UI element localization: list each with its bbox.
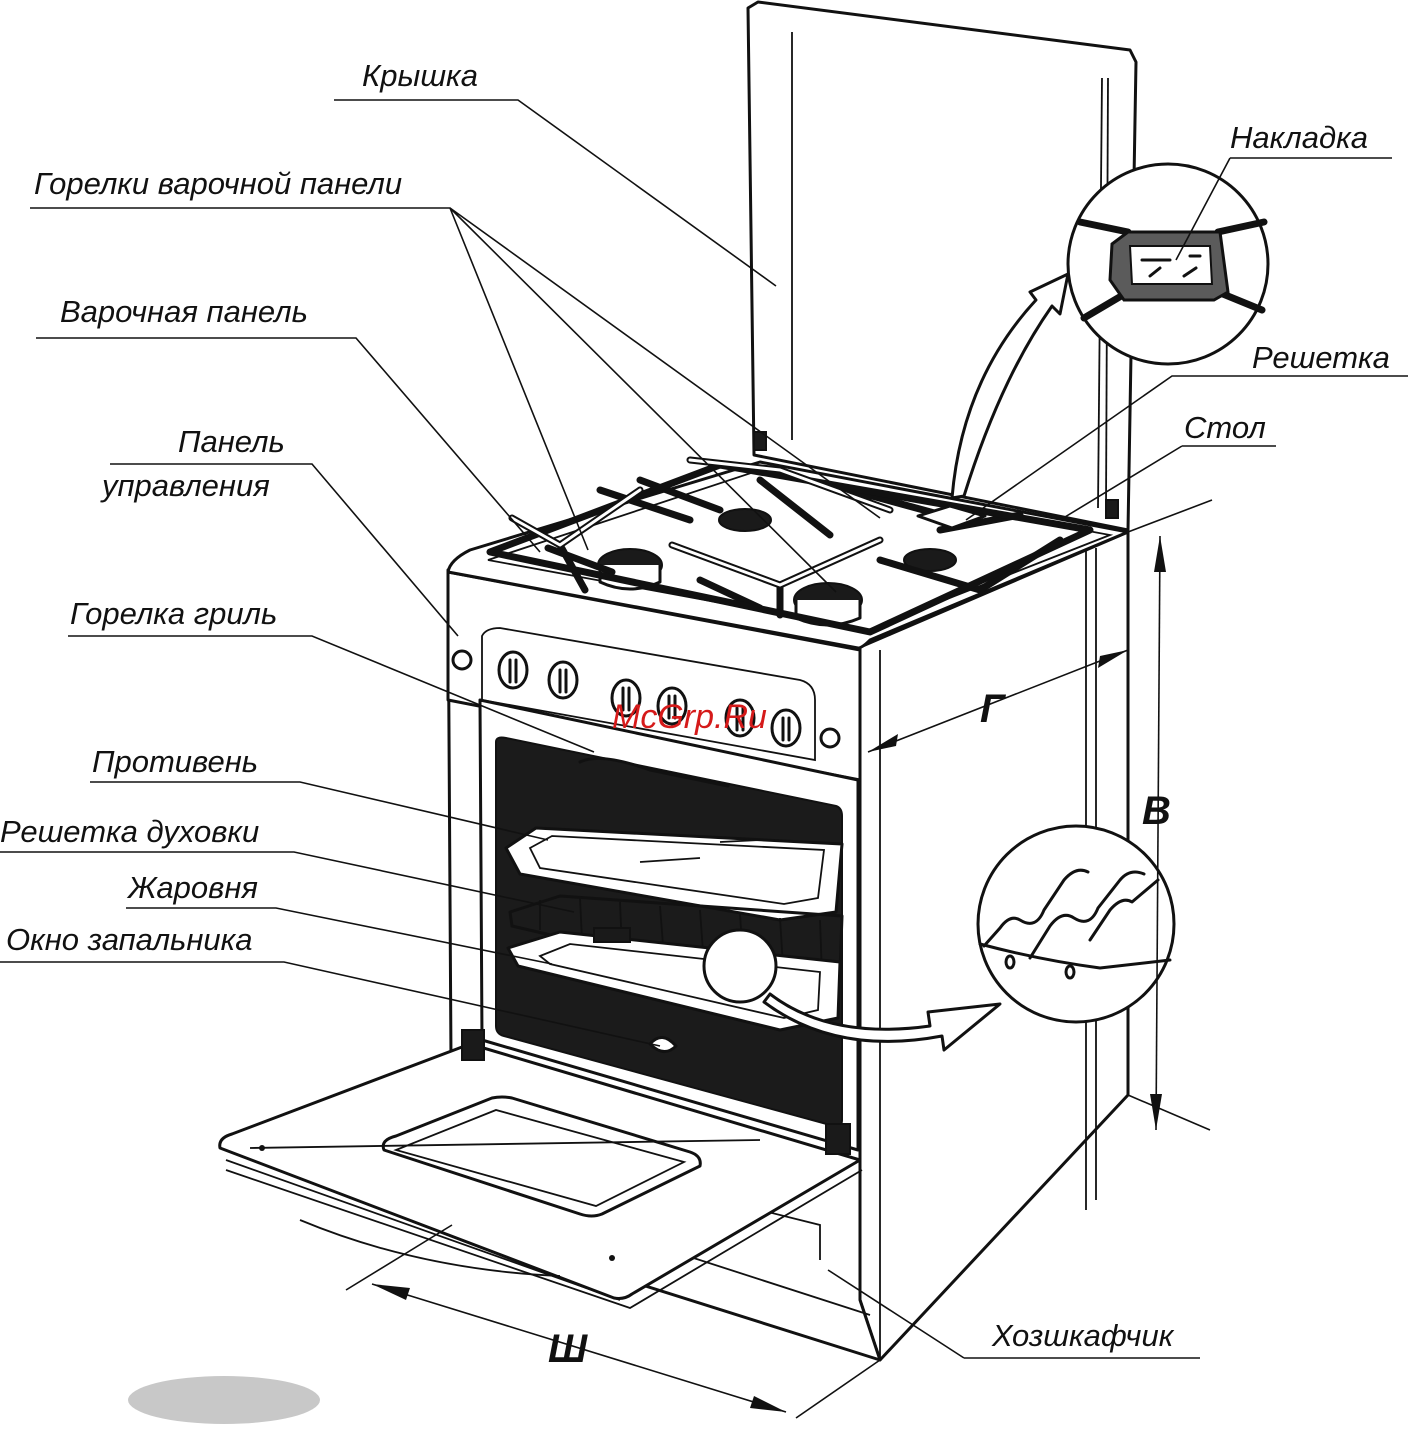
knob-2-icon <box>549 662 577 698</box>
label-hob: Варочная панель <box>60 294 308 329</box>
label-grill-burner: Горелка гриль <box>70 596 277 631</box>
label-ignition-window: Окно запальника <box>6 922 253 957</box>
dimension-depth-label: Г <box>980 687 1007 731</box>
knob-1-icon <box>499 652 527 688</box>
label-lid: Крышка <box>362 58 478 93</box>
dimension-height-label: В <box>1142 789 1171 833</box>
floor-shadow <box>128 1376 320 1424</box>
ignition-button-left-icon <box>453 651 471 669</box>
label-burner-cap: Накладка <box>1230 120 1368 155</box>
label-storage-drawer: Хозшкафчик <box>991 1318 1175 1353</box>
label-control-panel-line2: управления <box>100 468 270 503</box>
label-grate: Решетка <box>1252 340 1390 375</box>
dimension-width-label: Ш <box>548 1327 588 1371</box>
watermark: McGrp.Ru <box>612 698 767 736</box>
burner-cap-detail-circle <box>1068 164 1268 364</box>
label-control-panel-line1: Панель <box>178 424 285 459</box>
knob-6-icon <box>772 710 800 746</box>
label-table-top: Стол <box>1184 410 1266 445</box>
ignition-button-right-icon <box>821 729 839 747</box>
label-baking-tray: Противень <box>92 744 258 779</box>
label-roasting-pan: Жаровня <box>126 870 258 905</box>
label-hob-burners: Горелки варочной панели <box>34 166 402 201</box>
label-oven-rack: Решетка духовки <box>0 814 259 849</box>
